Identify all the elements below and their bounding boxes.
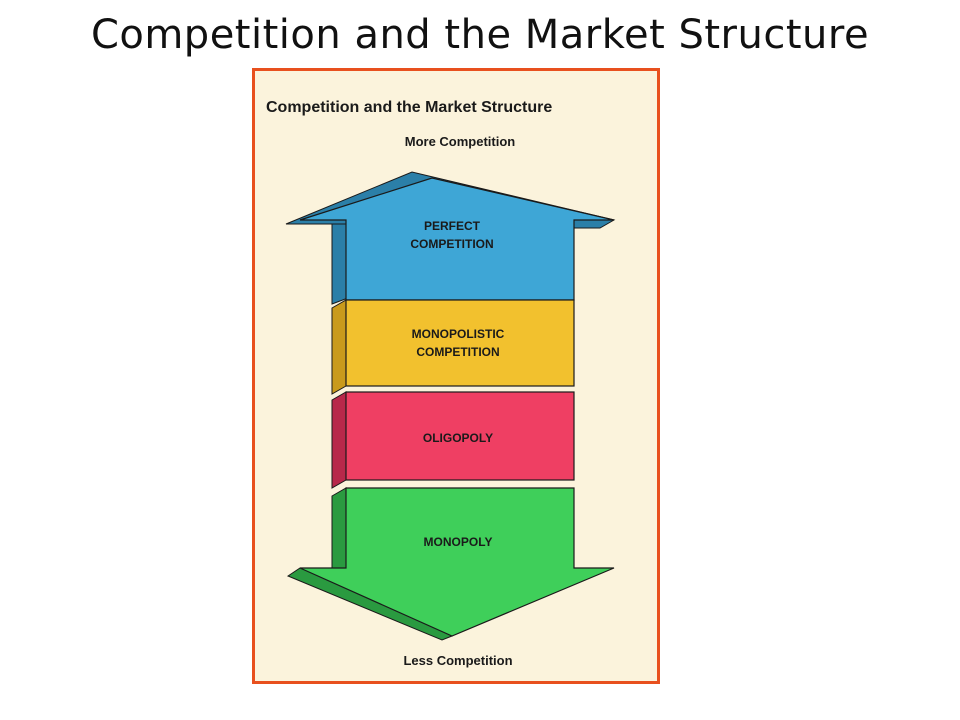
monopoly-label: MONOPOLY — [424, 535, 493, 549]
oligopoly-side — [331, 391, 347, 489]
monopolistic-competition-side — [331, 299, 347, 395]
perfect-competition-label-2: COMPETITION — [410, 237, 493, 251]
slide-title: Competition and the Market Structure — [90, 12, 870, 58]
oligopoly-label: OLIGOPOLY — [423, 431, 493, 445]
market-structure-figure: Competition and the Market Structure Mor… — [252, 68, 660, 684]
oligopoly-block — [345, 391, 575, 481]
monopoly-block — [299, 487, 615, 637]
monopolistic-competition-label-1: MONOPOLISTIC — [412, 327, 505, 341]
less-competition-label: Less Competition — [403, 653, 512, 668]
monopolistic-competition-label-2: COMPETITION — [416, 345, 499, 359]
figure-inner-title: Competition and the Market Structure — [266, 99, 552, 116]
perfect-competition-label-1: PERFECT — [424, 219, 481, 233]
market-structure-diagram: Competition and the Market Structure Mor… — [252, 68, 660, 684]
more-competition-label: More Competition — [405, 134, 516, 149]
monopolistic-competition-block — [345, 299, 575, 387]
monopoly-side — [331, 487, 347, 577]
perfect-competition-block — [299, 177, 615, 301]
